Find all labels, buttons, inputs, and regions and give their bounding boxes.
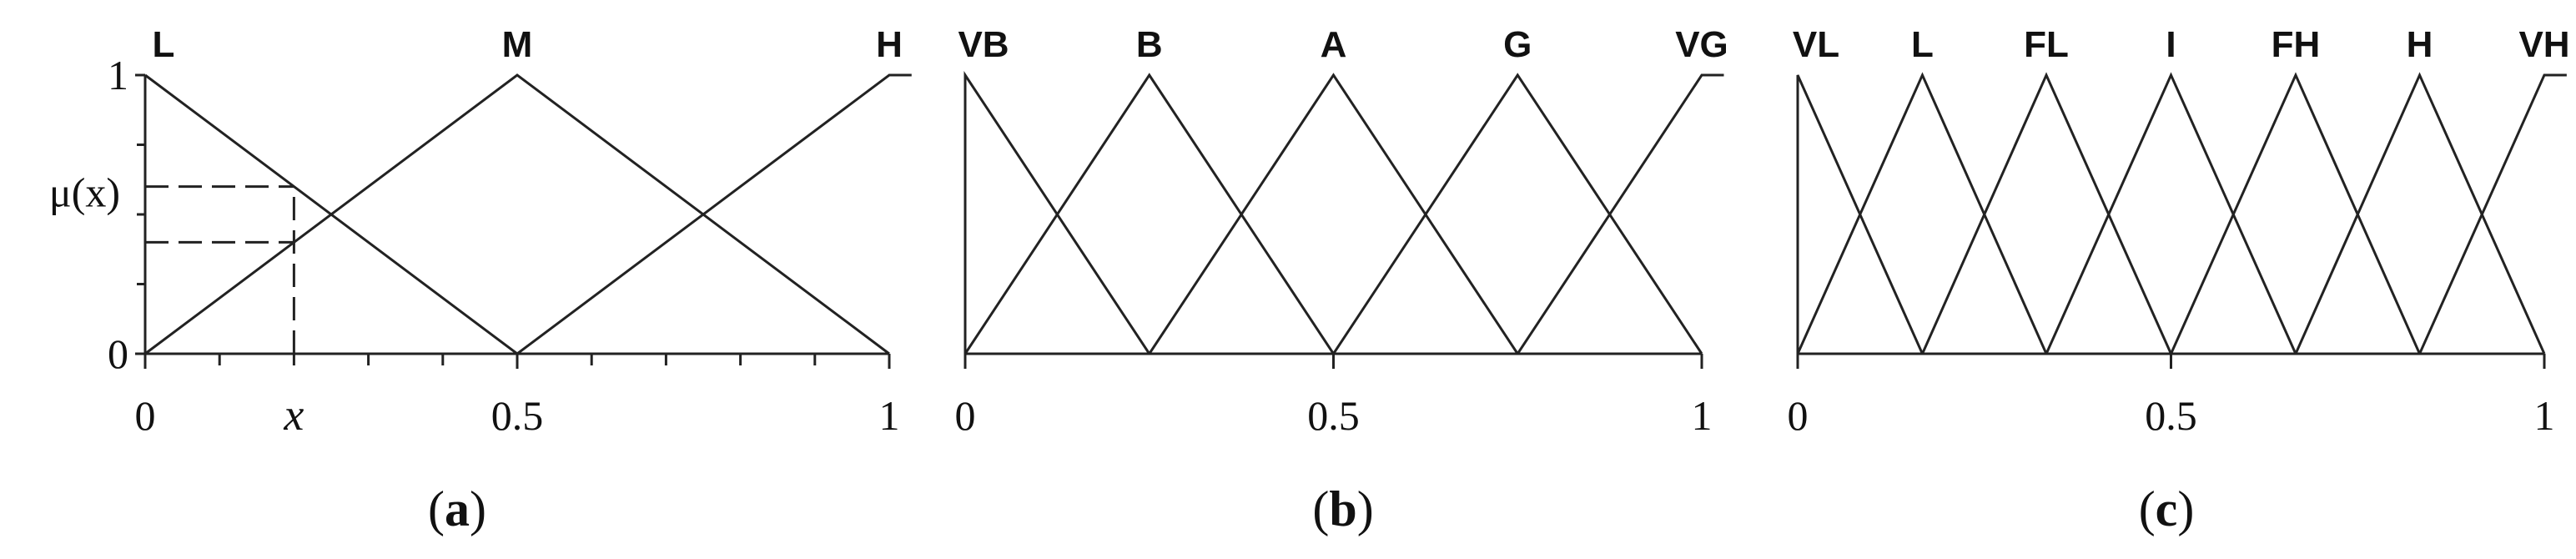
series-line-c-fh	[1798, 72, 2544, 355]
series-line-c-h	[1798, 72, 2546, 355]
series-line-c-l	[1796, 72, 2544, 355]
panel-a: 0 0.5 1 1 0 μ(x) L M Hx (a)	[49, 24, 912, 536]
term-label-b-b: B	[1136, 24, 1163, 65]
term-label-a-m: M	[502, 24, 533, 65]
panel-caption-c: (c)	[2139, 481, 2195, 536]
y-axis-label-a: μ(x)	[49, 169, 120, 215]
series-line-b-b	[963, 73, 1702, 355]
x-tick-label-a-1: 0.5	[491, 392, 544, 439]
series-line-a-m	[144, 73, 890, 355]
x-tick-label-b-0: 0	[955, 392, 976, 439]
term-label-a-l: L	[153, 24, 175, 65]
term-label-c-vl: VL	[1793, 24, 1839, 65]
term-label-c-fh: FH	[2272, 24, 2321, 65]
series-line-c-fl	[1798, 72, 2544, 355]
x-annotation-label-a: x	[283, 390, 304, 440]
panel-caption-a: (a)	[428, 481, 486, 536]
x-tick-label-c-1: 0.5	[2145, 392, 2197, 439]
term-label-c-i: I	[2166, 24, 2176, 65]
x-tick-label-c-2: 1	[2534, 392, 2555, 439]
series-line-c-vl	[1796, 74, 2544, 355]
x-tick-label-b-2: 1	[1692, 392, 1713, 439]
term-label-b-vb: VB	[958, 24, 1009, 65]
x-tick-label-a-0: 0	[135, 392, 156, 439]
series-line-c-i	[1798, 72, 2544, 355]
series-line-b-vg	[965, 73, 1724, 355]
panel-caption-b: (b)	[1312, 481, 1373, 536]
series-line-b-g	[965, 73, 1703, 355]
term-label-c-fl: FL	[2024, 24, 2069, 65]
y-tick-label-a-1: 0	[108, 330, 128, 377]
term-label-b-vg: VG	[1675, 24, 1728, 65]
term-label-a-h: H	[876, 24, 903, 65]
x-tick-label-a-2: 1	[879, 392, 900, 439]
series-line-c-vh	[1798, 73, 2567, 355]
term-label-b-g: G	[1503, 24, 1532, 65]
term-label-c-h: H	[2407, 24, 2433, 65]
term-label-b-a: A	[1321, 24, 1347, 65]
panel-c: 0 0.5 1 VL L FL I FH H VH (c)	[1788, 24, 2570, 536]
term-label-c-l: L	[1911, 24, 1934, 65]
series-line-a-h	[145, 73, 912, 355]
term-label-c-vh: VH	[2518, 24, 2569, 65]
series-line-a-l	[144, 73, 889, 355]
series-line-b-a	[965, 73, 1702, 355]
x-tick-label-c-0: 0	[1788, 392, 1809, 439]
panel-b: 0 0.5 1 VB B A G VG (b)	[955, 24, 1728, 536]
series-line-b-vb	[963, 71, 1702, 355]
y-tick-label-a-0: 1	[108, 52, 128, 98]
x-tick-label-b-1: 0.5	[1307, 392, 1360, 439]
